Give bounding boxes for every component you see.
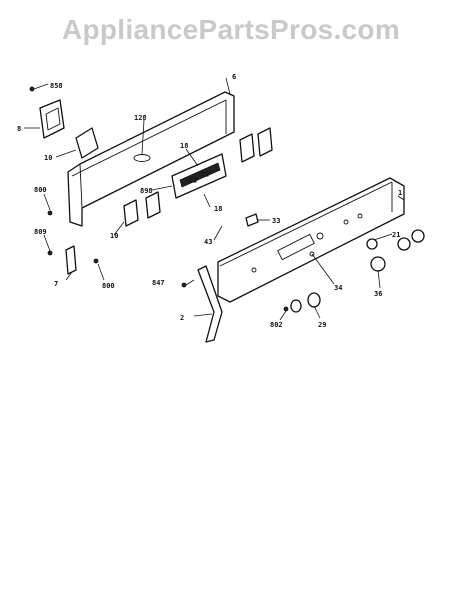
callout-898: 898 — [140, 187, 153, 195]
watermark: AppliancePartsPros.com — [61, 14, 401, 45]
callout-800-upper: 800 — [34, 186, 47, 194]
callout-43: 43 — [204, 238, 212, 246]
callout-802: 802 — [270, 321, 283, 329]
leader-lines — [24, 77, 405, 321]
screws — [29, 86, 289, 312]
callout-7: 7 — [54, 280, 58, 288]
backguard-rear-panel — [67, 91, 235, 227]
callout-8: 8 — [17, 125, 21, 133]
callout-10-top: 10 — [44, 154, 52, 162]
side-bracket-2 — [197, 265, 223, 343]
callout-847: 847 — [152, 279, 165, 287]
callout-36: 36 — [374, 290, 382, 298]
callout-858: 858 — [50, 82, 63, 90]
front-control-panel — [217, 177, 405, 303]
callout-2: 2 — [180, 314, 184, 322]
rocker-switches-upper — [239, 127, 273, 163]
callout-809: 809 — [34, 228, 47, 236]
callout-1: 1 — [398, 189, 402, 197]
callout-18-lower: 18 — [214, 205, 222, 213]
callout-128: 128 — [134, 114, 147, 122]
control-board — [171, 153, 227, 199]
callout-29: 29 — [318, 321, 326, 329]
clip-part — [245, 213, 259, 227]
callout-34: 34 — [334, 284, 342, 292]
callout-21: 21 — [392, 231, 400, 239]
bracket-top — [75, 127, 99, 159]
control-knobs — [290, 229, 425, 313]
end-cap-bracket — [39, 99, 65, 139]
rocker-switches-lower — [123, 191, 161, 227]
callout-6: 6 — [232, 73, 236, 81]
callout-33: 33 — [272, 217, 280, 225]
callout-10-lower: 10 — [110, 232, 118, 240]
side-bracket-left — [65, 245, 77, 275]
callout-18-top: 18 — [180, 142, 188, 150]
callout-800-lower: 800 — [102, 282, 115, 290]
